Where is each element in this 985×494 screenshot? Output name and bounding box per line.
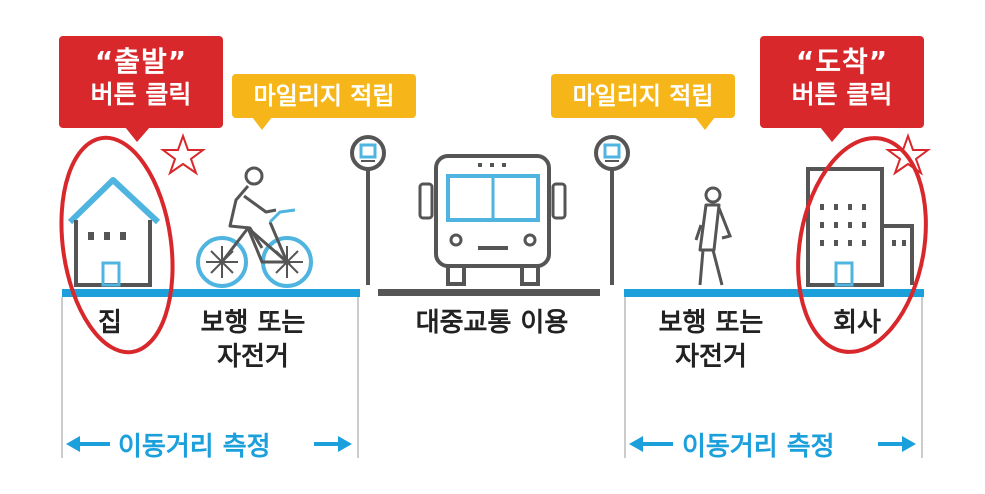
bus-stop-sign-icon [594, 135, 630, 285]
arrive-callout: “도착” 버튼 클릭 [760, 36, 924, 128]
ground-right [624, 289, 924, 297]
label-walk-bike-right-line1: 보행 또는 [658, 308, 764, 338]
label-walk-bike-right: 보행 또는 자전거 [636, 306, 786, 374]
highlight-circle [796, 136, 928, 354]
label-walk-bike-left-line2: 자전거 [217, 342, 289, 372]
highlight-circle [59, 135, 175, 355]
label-transit: 대중교통 이용 [415, 308, 569, 338]
measure-right-text: 이동거리 측정 [682, 432, 835, 462]
arrive-callout-subtitle: 버튼 클릭 [791, 80, 893, 109]
mileage-callout-left: 마일리지 적립 [232, 74, 416, 118]
arrow-right-icon [314, 436, 352, 452]
bicycle-icon [196, 166, 313, 288]
arrow-left-icon [629, 436, 673, 452]
label-office: 회사 [833, 308, 881, 338]
walking-person-icon [694, 186, 733, 286]
house-icon [67, 177, 161, 287]
label-home: 집 [98, 308, 122, 338]
bus-icon [418, 154, 567, 286]
depart-callout-title: “출발” [94, 45, 188, 78]
mileage-callout-right: 마일리지 적립 [551, 74, 735, 118]
callout-pointer [252, 117, 272, 130]
arrow-left-icon [66, 436, 110, 452]
label-walk-bike-right-line2: 자전거 [675, 342, 747, 372]
ground-left [62, 289, 360, 297]
star-doodle-icon [885, 133, 931, 176]
label-walk-bike-left: 보행 또는 자전거 [178, 306, 328, 374]
callout-pointer [125, 127, 150, 142]
label-walk-bike-left-line1: 보행 또는 [200, 308, 306, 338]
measure-left-text: 이동거리 측정 [118, 432, 271, 462]
arrive-callout-title: “도착” [795, 45, 889, 78]
office-building-icon [806, 167, 914, 287]
bus-stop-sign-icon [350, 135, 386, 285]
star-doodle-icon [160, 133, 206, 176]
depart-callout-subtitle: 버튼 클릭 [90, 80, 192, 109]
arrow-right-icon [878, 436, 916, 452]
callout-pointer [820, 127, 845, 142]
ground-middle [378, 289, 600, 296]
depart-callout: “출발” 버튼 클릭 [59, 36, 223, 128]
callout-pointer [695, 117, 715, 130]
